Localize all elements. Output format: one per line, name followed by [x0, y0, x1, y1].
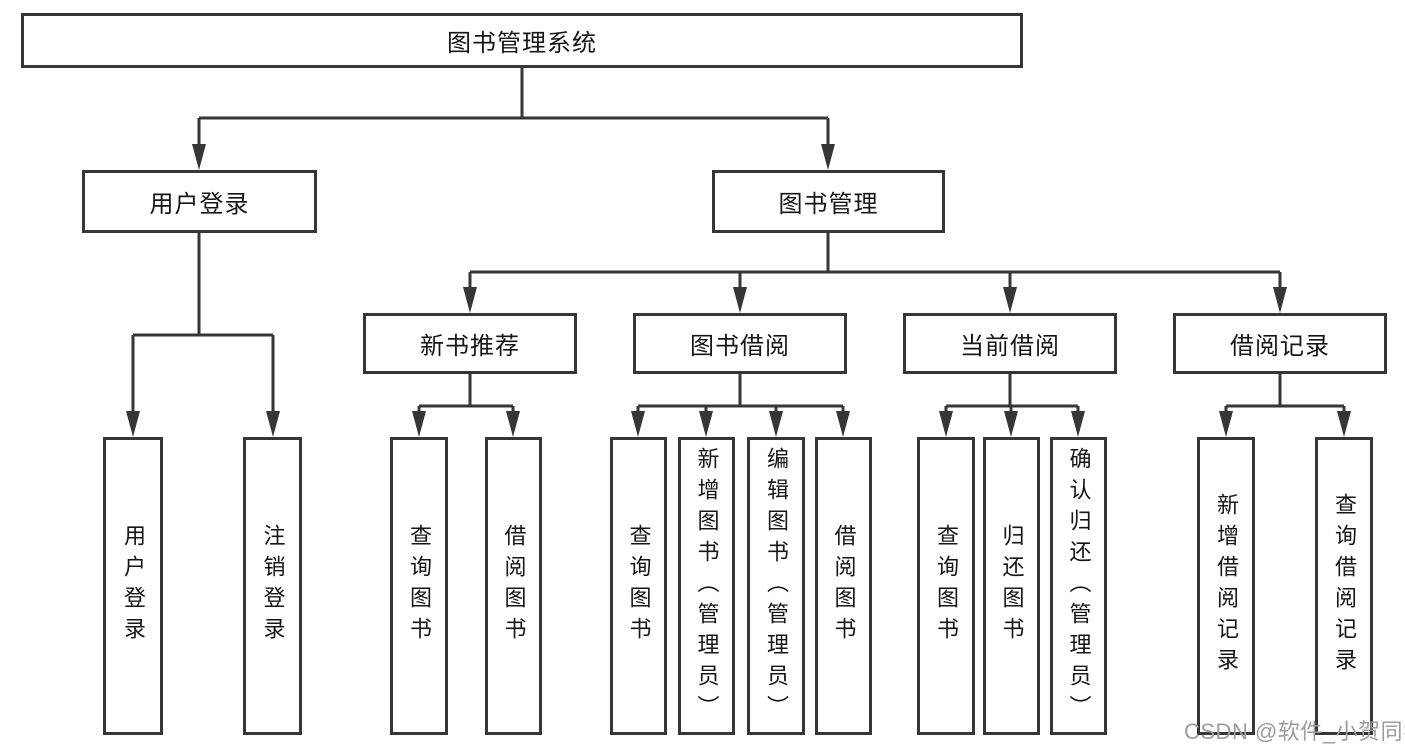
leaf-cb-confirm-return-admin: 确认归还（管理员） — [1050, 437, 1107, 735]
leaf-bb-add-books-admin: 新增图书（管理员） — [678, 437, 735, 735]
leaf-cb-return-books: 归还图书 — [983, 437, 1040, 735]
node-user-login-group: 用户登录 — [82, 170, 317, 233]
connector-book-management-to-level3 — [463, 233, 1287, 313]
leaf-br-query-record: 查询借阅记录 — [1315, 437, 1373, 735]
connector-user-login-to-leaves — [126, 233, 280, 437]
leaf-cb-query-books: 查询图书 — [917, 437, 975, 735]
connector-borrow-records-to-leaves — [1219, 374, 1351, 437]
leaf-br-add-record: 新增借阅记录 — [1197, 437, 1255, 735]
leaf-bb-edit-books-admin: 编辑图书（管理员） — [747, 437, 805, 735]
leaf-logout: 注销登录 — [243, 437, 302, 735]
leaf-bb-query-books: 查询图书 — [610, 437, 667, 735]
connector-book-borrow-to-leaves — [631, 374, 850, 437]
node-new-book-recommend: 新书推荐 — [363, 313, 577, 374]
leaf-nb-borrow-books: 借阅图书 — [485, 437, 542, 735]
csdn-watermark: CSDN @软件_小贺同学 — [1184, 719, 1405, 744]
node-book-borrow: 图书借阅 — [633, 313, 847, 374]
connector-new-book-recommend-to-leaves — [412, 374, 520, 437]
leaf-nb-query-books: 查询图书 — [390, 437, 448, 735]
connector-current-borrow-to-leaves — [939, 374, 1085, 437]
leaf-user-login: 用户登录 — [103, 437, 163, 735]
connector-root-to-level2 — [192, 68, 835, 170]
node-book-management-group: 图书管理 — [712, 170, 945, 233]
node-borrow-records: 借阅记录 — [1173, 313, 1387, 374]
leaf-bb-borrow-books: 借阅图书 — [815, 437, 872, 735]
node-root: 图书管理系统 — [21, 13, 1023, 68]
node-current-borrow: 当前借阅 — [903, 313, 1117, 374]
